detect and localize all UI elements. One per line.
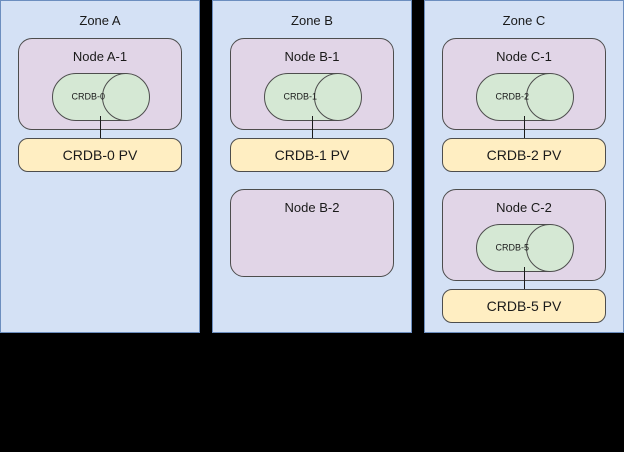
database-crdb-1[interactable]: CRDB-1 [264, 73, 362, 121]
pv-crdb-1-label: CRDB-1 PV [274, 147, 350, 163]
connector-node-a-1-to-pv [100, 116, 101, 139]
connector-node-c-1-to-pv [524, 116, 525, 139]
zone-a-title: Zone A [79, 13, 121, 28]
node-a-1[interactable]: Node A-1 CRDB-0 [18, 38, 182, 130]
node-c-1[interactable]: Node C-1 CRDB-2 [442, 38, 606, 130]
database-crdb-2[interactable]: CRDB-2 [476, 73, 574, 121]
pv-crdb-5[interactable]: CRDB-5 PV [442, 289, 606, 323]
pv-crdb-0-label: CRDB-0 PV [62, 147, 138, 163]
cylinder-icon [476, 224, 574, 272]
pv-crdb-0[interactable]: CRDB-0 PV [18, 138, 182, 172]
database-crdb-5[interactable]: CRDB-5 [476, 224, 574, 272]
connector-node-c-2-to-pv [524, 267, 525, 290]
connector-node-b-1-to-pv [312, 116, 313, 139]
zone-b-title: Zone B [291, 13, 333, 28]
pv-crdb-2[interactable]: CRDB-2 PV [442, 138, 606, 172]
cylinder-icon [52, 73, 150, 121]
pv-crdb-5-label: CRDB-5 PV [486, 298, 562, 314]
zone-a-panel[interactable]: Zone A Node A-1 CRDB-0 CRDB-0 PV [0, 0, 200, 333]
cylinder-icon [476, 73, 574, 121]
pv-crdb-2-label: CRDB-2 PV [486, 147, 562, 163]
cylinder-icon [264, 73, 362, 121]
database-crdb-0[interactable]: CRDB-0 [52, 73, 150, 121]
node-b-2[interactable]: Node B-2 [230, 189, 394, 277]
zone-c-panel[interactable]: Zone C Node C-1 CRDB-2 CRDB-2 PV Node C-… [424, 0, 624, 333]
node-a-1-title: Node A-1 [72, 49, 128, 64]
zone-b-panel[interactable]: Zone B Node B-1 CRDB-1 CRDB-1 PV Node B-… [212, 0, 412, 333]
node-c-2[interactable]: Node C-2 CRDB-5 [442, 189, 606, 281]
node-b-1-title: Node B-1 [284, 49, 340, 64]
pv-crdb-1[interactable]: CRDB-1 PV [230, 138, 394, 172]
node-c-2-title: Node C-2 [496, 200, 552, 215]
zone-c-title: Zone C [502, 13, 546, 28]
node-b-2-title: Node B-2 [284, 200, 340, 215]
node-c-1-title: Node C-1 [496, 49, 552, 64]
